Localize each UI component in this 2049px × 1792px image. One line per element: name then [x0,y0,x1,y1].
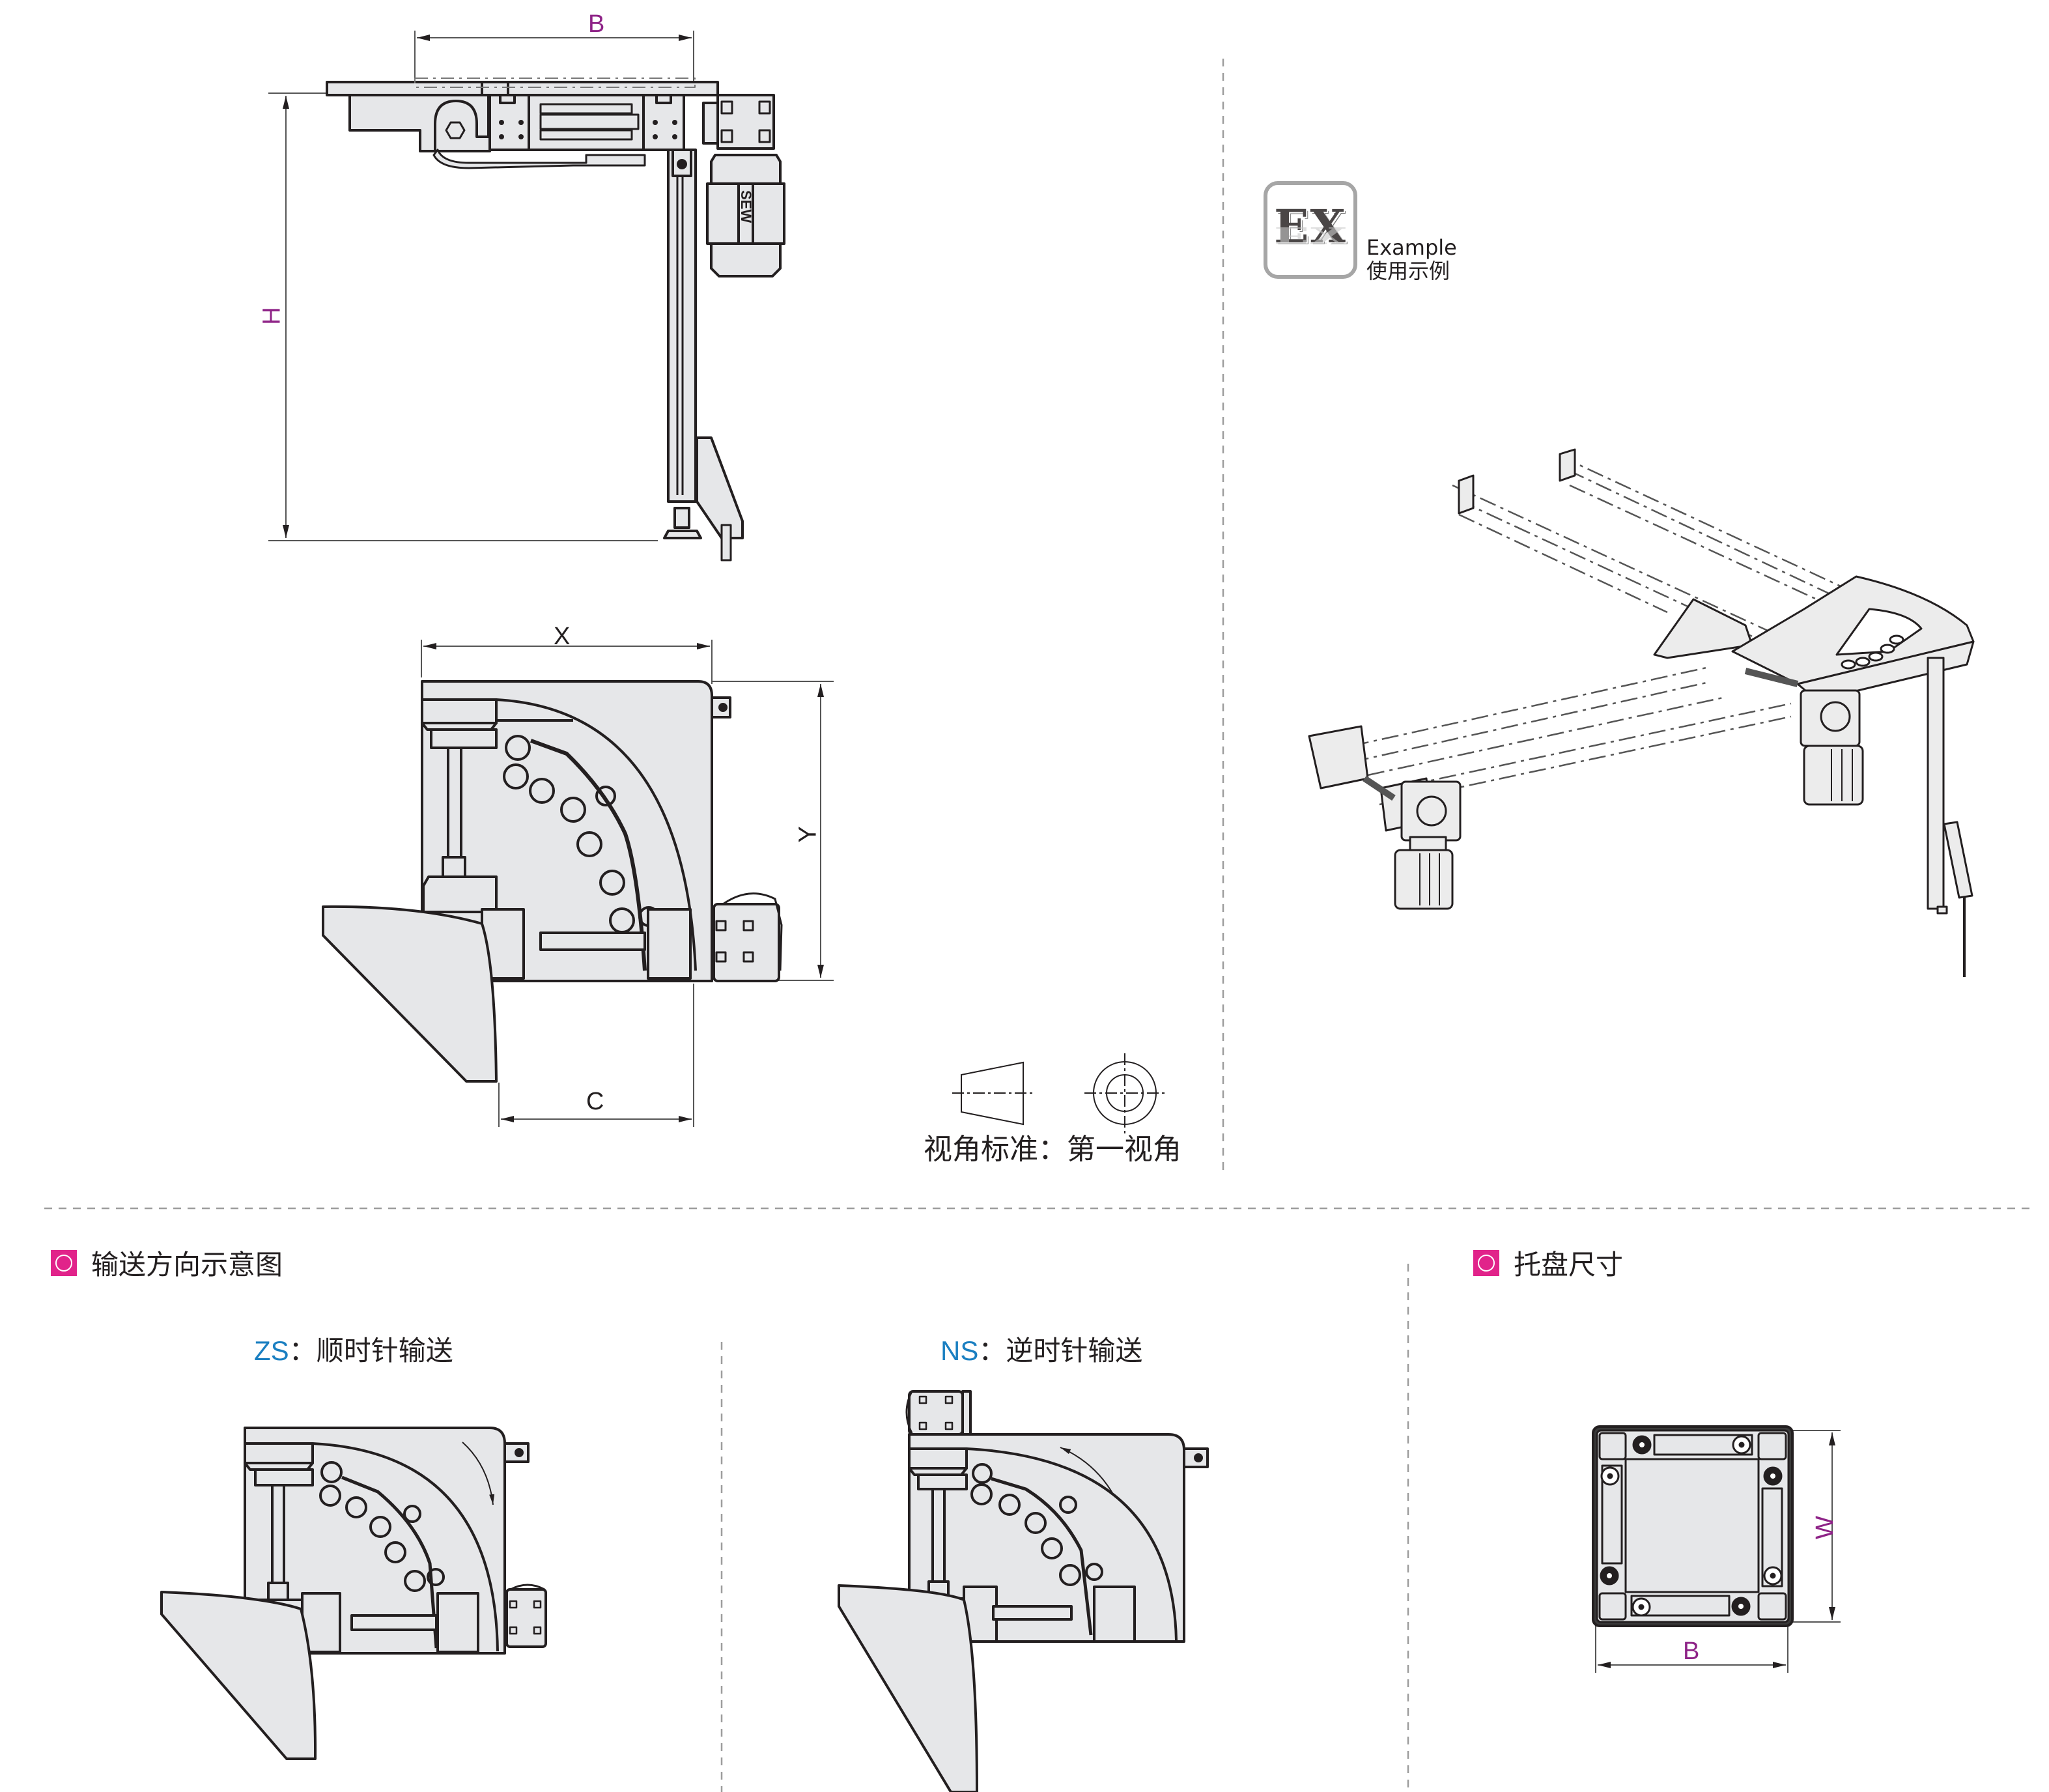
dimension-label-b-pallet: B [1683,1638,1700,1665]
section-marker-icon [51,1249,77,1276]
roller [560,797,586,823]
dimension-label-h: H [258,307,286,325]
caption-ns: NS：逆时针输送 [940,1329,1142,1369]
dimension-label-y: Y [794,826,822,843]
clockwise-arrow-icon [462,1442,495,1505]
end-drive-unit [1308,725,1369,789]
roller [404,1570,426,1592]
carrier-plate [326,81,719,96]
dimension-h [268,92,658,541]
zs-clockwise-diagram [160,1427,547,1760]
caption-ns-separator: ： [978,1335,1006,1367]
section-pallet-size: 托盘尺寸 [1473,1243,1623,1283]
section-marker-icon [1473,1249,1499,1276]
section-title-pallet-size: 托盘尺寸 [1514,1249,1624,1281]
roller [1085,1563,1103,1581]
pallet-drawing [1592,1425,1841,1673]
roller [529,778,555,804]
roller [998,1494,1021,1516]
roller [595,786,616,806]
caption-ns-code: NS [940,1335,979,1366]
roller [403,1505,421,1523]
transfer-hopper [322,905,498,1083]
motor [710,154,782,185]
example-label-en: Example [1366,235,1457,260]
example-badge-text: EX [1274,199,1347,253]
dimension-c [498,984,694,1127]
roller [1059,1564,1081,1586]
corner-support-leg [1927,657,1945,910]
roller [1059,1496,1077,1514]
roller [384,1541,406,1563]
side-elevation-drawing: SEW [268,31,785,562]
roller [1024,1512,1047,1534]
first-angle-projection-symbol [952,1053,1165,1133]
roller [1041,1537,1063,1559]
roller [319,1485,341,1507]
dimension-label-w: W [1811,1516,1839,1539]
dimension-b-pallet [1595,1625,1788,1673]
example-badge: EX EX [1264,181,1357,279]
caption-zs-code: ZS [254,1335,289,1366]
isometric-example-drawing [1308,448,1975,977]
hex-bolt-icon [445,121,466,139]
plan-view-drawing [322,640,834,1127]
leg-brace [696,436,744,539]
dimension-y [712,681,834,981]
plan-gearbox [713,903,780,982]
roller [320,1461,343,1483]
motor-brand-label: SEW [738,190,754,223]
roller [369,1516,391,1538]
ns-counterclockwise-diagram [838,1390,1209,1792]
roller [970,1483,993,1505]
roller [576,831,602,857]
pallet-center-plate [1624,1458,1760,1593]
dimension-label-x: X [554,623,571,650]
leveling-foot [663,530,702,539]
dimension-label-b: B [588,10,605,38]
example-label-cn: 使用示例 [1366,259,1450,283]
caption-zs: ZS：顺时针输送 [254,1329,453,1369]
roller [505,735,531,761]
roller [345,1496,367,1518]
caption-zs-separator: ： [289,1335,317,1367]
caption-zs-description: 顺时针输送 [316,1335,453,1367]
dimension-w [1792,1430,1841,1623]
roller [503,763,529,789]
frustum-icon [961,1061,1024,1126]
dimension-x [421,640,713,684]
dimension-label-c: C [586,1088,604,1115]
example-badge-reflection: EX [1274,221,1347,249]
separators [44,59,2035,1792]
caption-ns-description: 逆时针输送 [1006,1335,1143,1367]
concentric-circles-icon [1093,1061,1157,1125]
dimension-b [414,31,694,83]
projection-standard-label: 视角标准：第一视角 [924,1133,1181,1166]
section-title-conveying-direction: 输送方向示意图 [91,1249,283,1281]
counterclockwise-arrow-icon [1060,1447,1113,1494]
roller [599,870,625,896]
section-conveying-direction: 输送方向示意图 [51,1243,283,1283]
roller [427,1568,445,1586]
pallet-bolts [1600,1435,1783,1617]
example-label: Example 使用示例 [1366,236,1457,283]
roller [972,1463,993,1484]
